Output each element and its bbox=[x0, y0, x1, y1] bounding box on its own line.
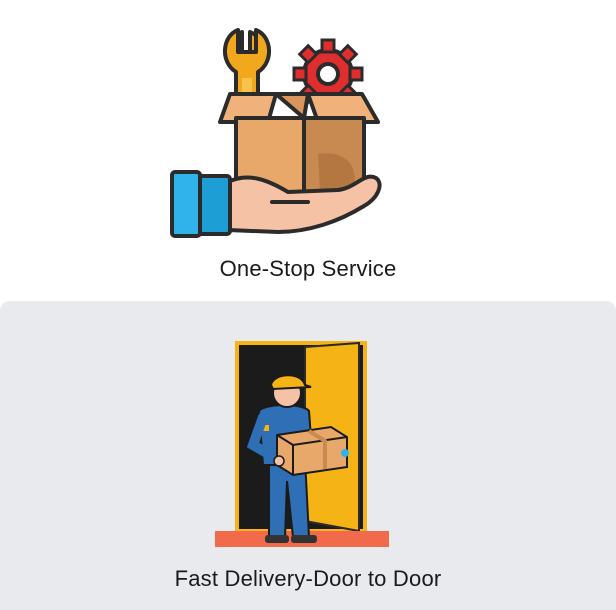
feature-card-one-stop-service: One-Stop Service bbox=[0, 0, 616, 300]
feature-card-fast-delivery: Fast Delivery-Door to Door bbox=[0, 301, 616, 610]
box-tools-hand-icon bbox=[170, 28, 382, 238]
delivery-man-door-icon bbox=[215, 341, 389, 547]
feature-label-one-stop-service: One-Stop Service bbox=[219, 256, 397, 281]
feature-label-fast-delivery: Fast Delivery-Door to Door bbox=[174, 566, 442, 591]
